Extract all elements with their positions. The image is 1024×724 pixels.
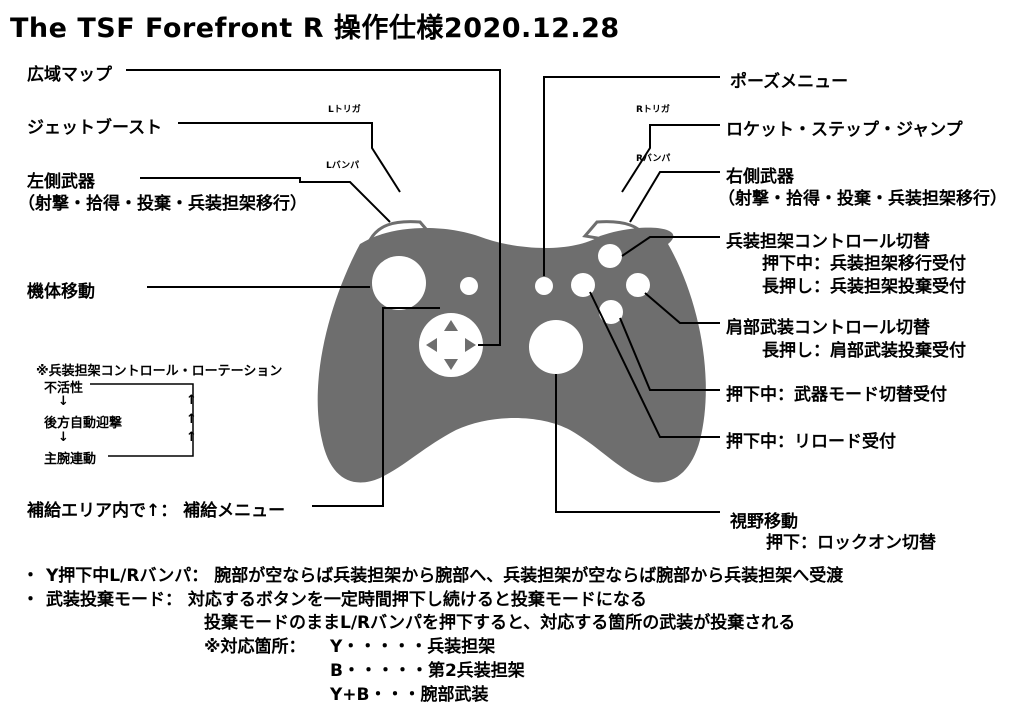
label-jet-boost: ジェットブースト (27, 118, 163, 138)
leader-lines-right (543, 76, 720, 513)
note-y-bumper: Y押下中L/Rバンパ： 腕部が空ならば兵装担架から腕部へ、兵装担架が空ならば腕部… (46, 566, 844, 586)
dpad-right-icon (465, 338, 476, 352)
note-target-b: B・・・・・第2兵装担架 (330, 661, 525, 681)
rotation-up-arrow-1: ↑ (186, 393, 197, 408)
label-lt: Lトリガ (328, 105, 361, 115)
label-move: 機体移動 (27, 282, 95, 302)
b-button (626, 273, 650, 297)
label-rack-control-l1: 押下中：兵装担架移行受付 (762, 254, 966, 274)
dpad-down-icon (444, 359, 458, 370)
leader-lines-left (126, 69, 501, 507)
label-view-l1: 押下：ロックオン切替 (766, 533, 936, 553)
label-lb: Lバンパ (326, 161, 360, 171)
note-target-y: Y・・・・・兵装担架 (330, 637, 496, 657)
right-stick (529, 320, 583, 374)
note-target-yb: Y+B・・・腕部武装 (330, 685, 489, 705)
rotation-down-arrow-2: ↓ (58, 430, 69, 445)
back-button (460, 277, 478, 295)
rotation-bracket (90, 383, 194, 457)
label-supply: 補給エリア内で↑： 補給メニュー (27, 501, 286, 521)
rotation-item-inactive: 不活性 (44, 381, 84, 396)
note-bullet-2: ・ (22, 590, 39, 610)
rotation-up-arrow-3: ↑ (186, 430, 197, 445)
label-rack-control-l2: 長押し：兵装担架投棄受付 (762, 277, 966, 297)
note-jettison-mode: 武装投棄モード： 対応するボタンを一定時間押下し続けると投棄モードになる (46, 590, 647, 610)
label-left-weapon: 左側武器 (27, 172, 95, 192)
label-map: 広域マップ (27, 65, 112, 85)
start-button (535, 277, 553, 295)
label-pause: ポーズメニュー (730, 72, 849, 92)
label-view: 視野移動 (730, 512, 798, 532)
controller-body (317, 227, 706, 483)
note-bullet-1: ・ (22, 566, 39, 586)
label-left-weapon-sub: （射撃・拾得・投棄・兵装担架移行） (18, 194, 307, 214)
note-jettison-detail: 投棄モードのままL/Rバンパを押下すると、対応する箇所の武装が投棄される (204, 613, 796, 633)
dpad-up-icon (444, 320, 458, 331)
label-rack-control: 兵装担架コントロール切替 (726, 232, 930, 252)
label-right-weapon: 右側武器 (726, 167, 794, 187)
rotation-title: ※兵装担架コントロール・ローテーション (36, 364, 283, 379)
dpad-left-icon (426, 338, 437, 352)
label-shoulder-l1: 長押し：肩部武装投棄受付 (762, 341, 966, 361)
rotation-up-arrow-2: ↑ (186, 412, 197, 427)
a-button (599, 300, 623, 324)
note-targets-head: ※対応箇所： (204, 637, 306, 657)
label-rocket: ロケット・ステップ・ジャンプ (726, 120, 963, 140)
x-button (571, 273, 595, 297)
left-stick (372, 256, 426, 310)
dpad (419, 313, 483, 377)
rotation-item-main-arm: 主腕連動 (44, 452, 97, 467)
label-shoulder: 肩部武装コントロール切替 (726, 318, 930, 338)
label-reload: 押下中：リロード受付 (726, 432, 896, 452)
rotation-item-auto-intercept: 後方自動迎撃 (44, 416, 123, 431)
label-rb: Rバンパ (636, 154, 671, 164)
label-right-weapon-sub: （射撃・拾得・投棄・兵装担架移行） (718, 189, 1007, 209)
rotation-down-arrow-1: ↓ (58, 394, 69, 409)
label-rt: Rトリガ (636, 105, 670, 115)
label-weapon-mode: 押下中：武器モード切替受付 (726, 385, 947, 405)
y-button (598, 244, 622, 268)
page-title: The TSF Forefront R 操作仕様2020.12.28 (10, 13, 620, 44)
